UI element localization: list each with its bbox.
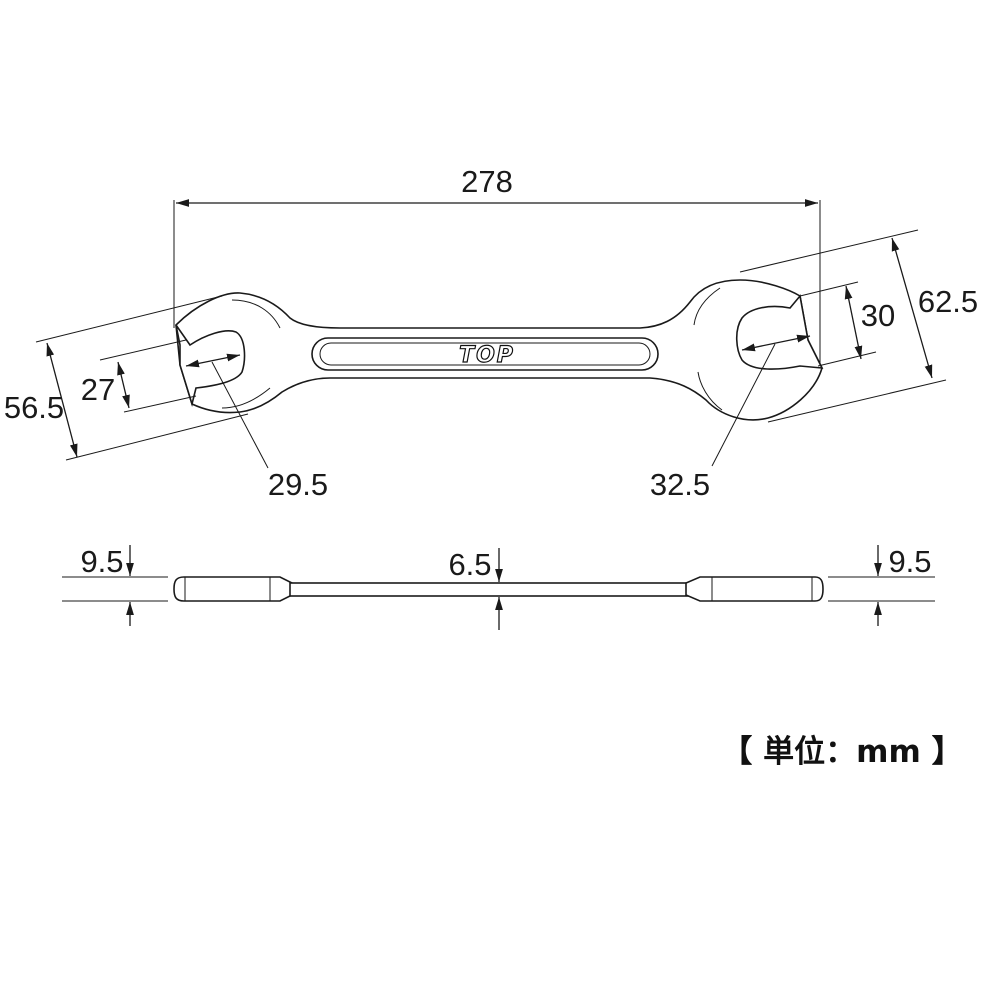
dim-left-end-thickness: 9.5	[62, 544, 168, 626]
dim-right-jaw-depth: 32.5	[650, 334, 811, 502]
dim-shank-thickness: 6.5	[448, 547, 503, 630]
dim-right-jaw-opening: 30	[799, 281, 895, 367]
dim-right-head-width: 62.5	[739, 229, 978, 423]
label-right-head-width: 62.5	[918, 284, 978, 319]
side-right-end	[685, 576, 824, 602]
label-left-jaw-depth: 29.5	[268, 467, 328, 502]
dim-left-jaw-opening: 27	[81, 339, 197, 413]
dim-left-head-width: 56.5	[4, 295, 249, 461]
side-left-end	[173, 576, 293, 602]
label-right-jaw-depth: 32.5	[650, 467, 710, 502]
label-right-jaw-opening: 30	[861, 298, 895, 333]
label-left-head-width: 56.5	[4, 390, 64, 425]
wrench-top-view: TOP	[175, 279, 824, 421]
label-overall-length: 278	[461, 164, 513, 199]
dim-left-jaw-depth: 29.5	[185, 353, 328, 502]
label-left-jaw-opening: 27	[81, 372, 115, 407]
dim-right-end-thickness: 9.5	[828, 544, 935, 626]
side-shank	[289, 582, 691, 597]
unit-label: 【 単位：mm 】	[721, 734, 962, 770]
grip-slot-inner	[319, 342, 651, 366]
wrench-side-view	[173, 576, 824, 602]
label-right-end-thickness: 9.5	[888, 544, 931, 579]
label-shank-thickness: 6.5	[448, 547, 491, 582]
label-left-end-thickness: 9.5	[80, 544, 123, 579]
brand-logo: TOP	[459, 343, 515, 368]
grip-slot-outer	[311, 337, 659, 371]
dim-overall-length: 278	[173, 164, 821, 365]
